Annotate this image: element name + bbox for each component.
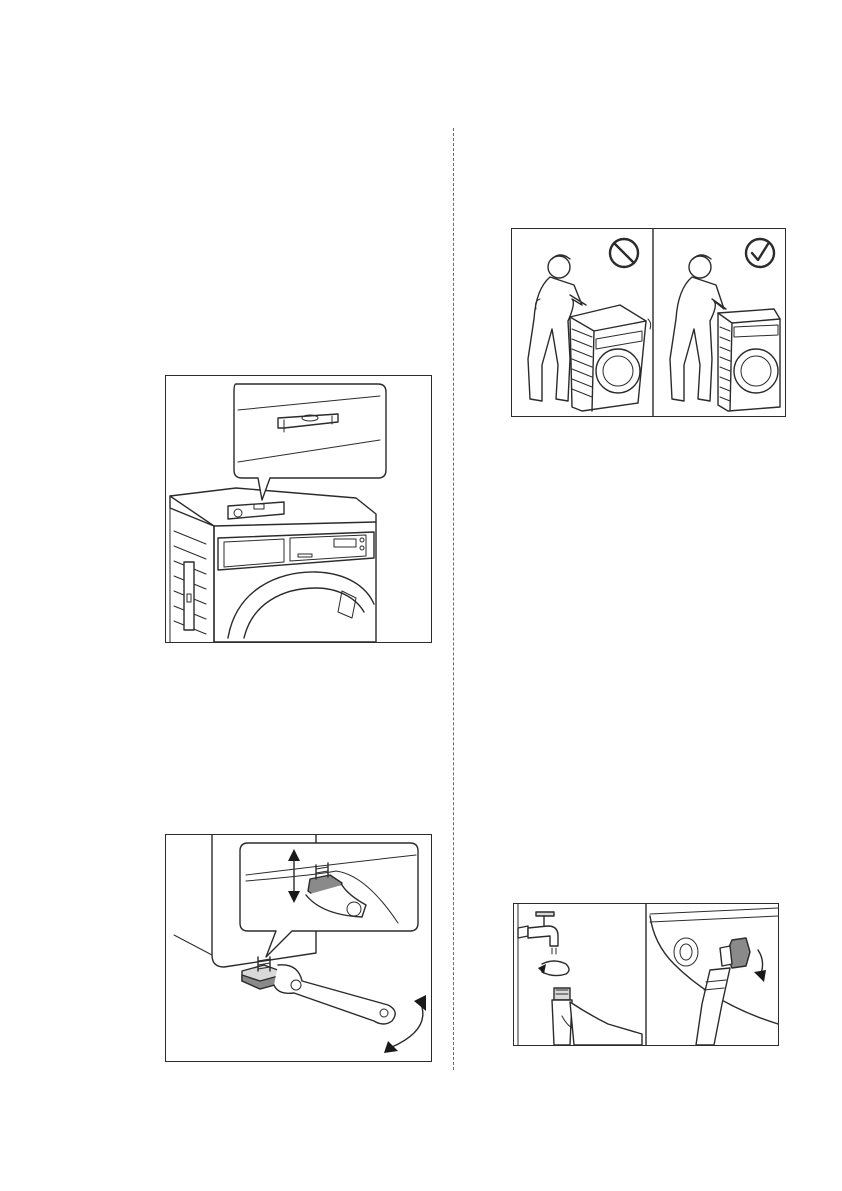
- column-divider: [453, 128, 454, 1070]
- moving-machine-illustration: [512, 229, 785, 416]
- moving-figure: [511, 228, 786, 417]
- hose-connection-figure: [513, 903, 779, 1046]
- checkmark-icon: [746, 239, 774, 267]
- spirit-level-figure: [165, 375, 432, 643]
- rotate-arrow-icon: [538, 961, 569, 976]
- spirit-level-on-machine-illustration: [166, 376, 431, 642]
- hose-connection-illustration: [514, 904, 778, 1045]
- inlet-connection-icon: [650, 908, 778, 1045]
- tap-icon: [518, 904, 558, 1045]
- wrench-adjusting-foot-illustration: [166, 835, 431, 1061]
- prohibited-icon: [610, 239, 638, 267]
- adjust-feet-figure: [165, 834, 432, 1062]
